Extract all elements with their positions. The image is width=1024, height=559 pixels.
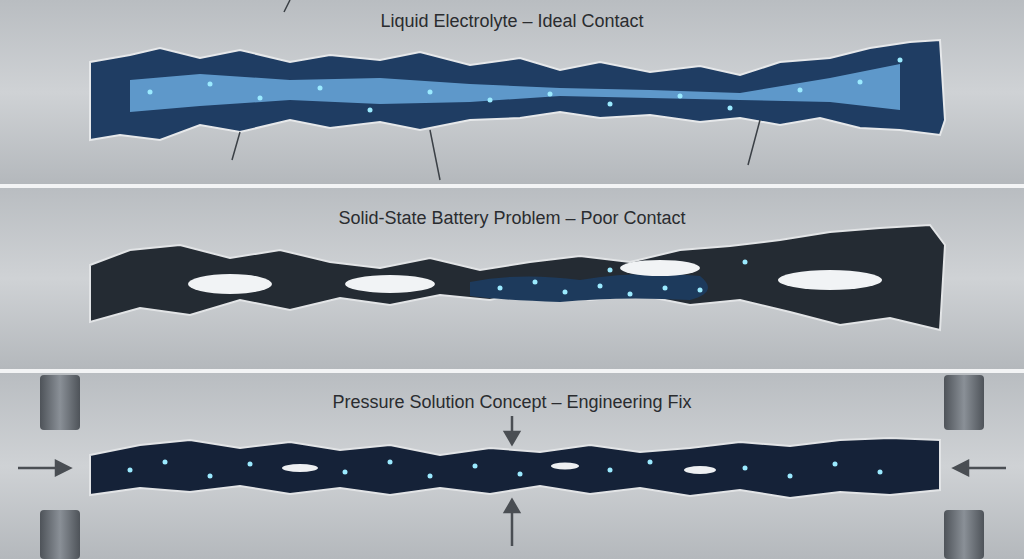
- ion-dot: [563, 290, 568, 295]
- pressure-arrow: [18, 467, 58, 470]
- ion-dot: [608, 468, 613, 473]
- panel-title: Pressure Solution Concept – Engineering …: [0, 390, 1024, 414]
- void: [620, 260, 700, 276]
- contact-patch: [470, 274, 708, 302]
- panel-title: Solid-State Battery Problem – Poor Conta…: [0, 206, 1024, 230]
- ion-dot: [518, 472, 523, 477]
- ion-dot: [663, 286, 668, 291]
- ion-dot: [498, 286, 503, 291]
- ion-dot: [488, 98, 493, 103]
- contact-gap: [90, 225, 945, 330]
- ion-dot: [208, 474, 213, 479]
- panel-band: Liquid Electrolyte – Ideal Contact: [0, 0, 1024, 184]
- ion-dot: [608, 268, 613, 273]
- clamp: [40, 510, 80, 559]
- ion-dot: [788, 474, 793, 479]
- ion-dot: [728, 106, 733, 111]
- pressure-arrow: [966, 467, 1006, 470]
- pressure-arrow: [505, 500, 519, 512]
- ion-dot: [163, 460, 168, 465]
- void: [345, 275, 435, 293]
- compressed-gap: [90, 438, 940, 498]
- ion-dot: [208, 82, 213, 87]
- panel-ground: [0, 0, 1024, 184]
- ion-dot: [898, 58, 903, 63]
- ion-dot: [533, 280, 538, 285]
- ion-dot: [698, 288, 703, 293]
- void: [778, 270, 882, 290]
- ion-dot: [878, 470, 883, 475]
- ion-dot: [743, 260, 748, 265]
- panel-ground: [0, 188, 1024, 369]
- panel-band: Pressure Solution Concept – Engineering …: [0, 373, 1024, 559]
- ion-dot: [258, 96, 263, 101]
- ion-dot: [148, 90, 153, 95]
- liquid-electrolyte: [130, 64, 900, 112]
- ion-dot: [388, 460, 393, 465]
- ion-dot: [608, 102, 613, 107]
- electrolyte-gap: [90, 40, 945, 140]
- ion-dot: [128, 468, 133, 473]
- panel-divider: [0, 369, 1024, 373]
- void: [282, 464, 318, 472]
- ion-dot: [428, 90, 433, 95]
- pressure-arrow: [56, 461, 70, 475]
- ion-dot: [548, 92, 553, 97]
- ion-dot: [318, 86, 323, 91]
- pressure-arrow: [954, 461, 968, 475]
- clamp: [944, 375, 984, 430]
- ion-dot: [858, 80, 863, 85]
- pressure-arrow: [511, 512, 514, 546]
- panel-band: Solid-State Battery Problem – Poor Conta…: [0, 188, 1024, 369]
- clamp: [40, 375, 80, 430]
- ion-dot: [248, 462, 253, 467]
- ion-dot: [798, 88, 803, 93]
- ion-dot: [343, 470, 348, 475]
- ion-dot: [368, 108, 373, 113]
- ion-dot: [428, 474, 433, 479]
- clamp: [944, 510, 984, 559]
- ion-dot: [743, 466, 748, 471]
- void: [684, 466, 716, 474]
- ion-dot: [648, 460, 653, 465]
- ion-dot: [833, 462, 838, 467]
- pressure-arrow: [505, 432, 519, 444]
- ion-dot: [598, 284, 603, 289]
- panel-divider: [0, 184, 1024, 188]
- void: [188, 274, 272, 294]
- ion-dot: [473, 464, 478, 469]
- ion-dot: [628, 292, 633, 297]
- ion-dot: [678, 94, 683, 99]
- panel-ground: [0, 373, 1024, 559]
- panel-title: Liquid Electrolyte – Ideal Contact: [0, 9, 1024, 33]
- void: [551, 463, 579, 470]
